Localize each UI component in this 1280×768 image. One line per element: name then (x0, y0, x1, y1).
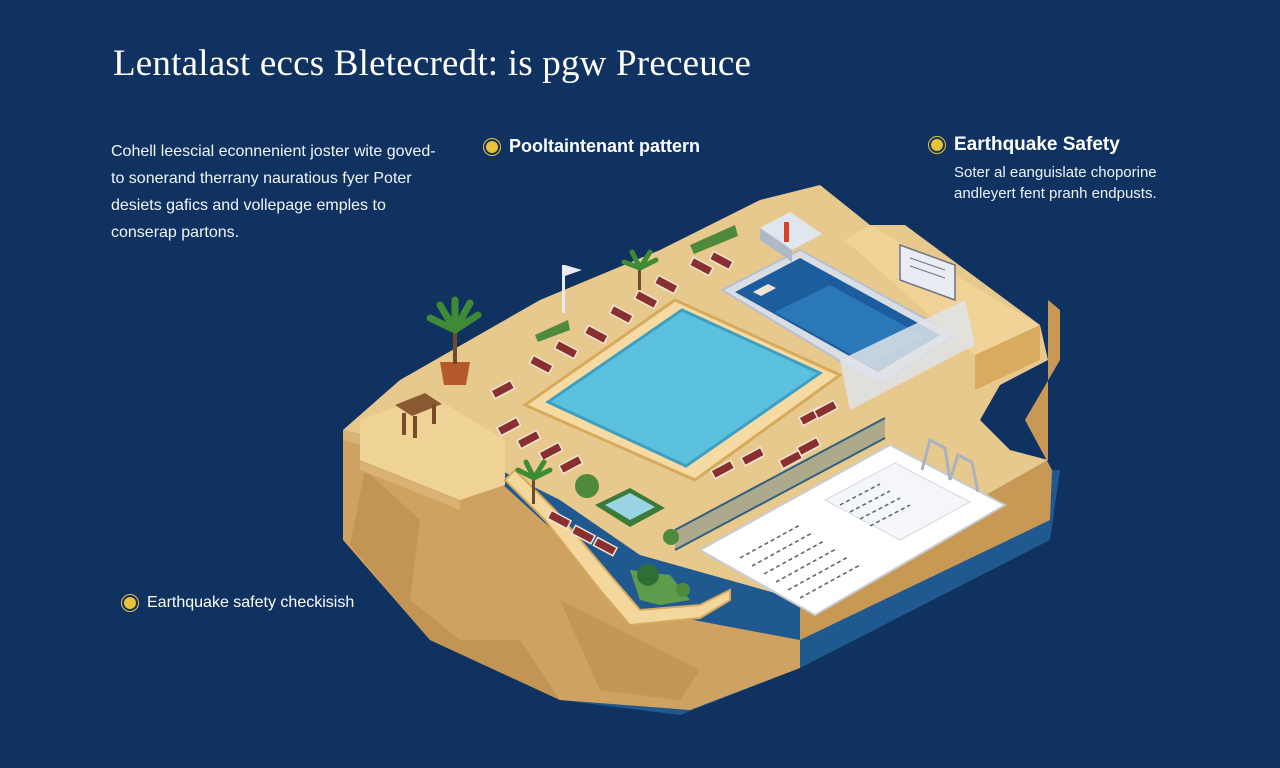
swing-frame (920, 437, 980, 493)
lounger-icon (489, 250, 839, 557)
shrub (575, 474, 599, 498)
fence-icon (674, 417, 886, 551)
info-board-icon (899, 243, 956, 302)
diving-platform (760, 212, 822, 262)
hot-tub (595, 488, 665, 527)
earthquake-safety-title: Earthquake Safety (954, 134, 1120, 155)
shrub (637, 564, 659, 586)
walkway (503, 468, 731, 627)
checklist-label: Earthquake safety checkisish (122, 594, 354, 612)
bullet-icon (929, 137, 945, 153)
flag-icon (562, 265, 582, 313)
shrub (676, 583, 690, 597)
hedge (690, 225, 738, 254)
hedge (535, 320, 570, 342)
checklist-label-text: Earthquake safety checkisish (147, 594, 355, 611)
palm-tree-icon (515, 459, 553, 504)
bullet-icon (484, 138, 500, 155)
earthquake-safety-label: Earthquake Safety (929, 134, 1120, 156)
shrub (663, 529, 679, 545)
intro-text: Cohell leescial econnenient joster wite … (111, 143, 436, 241)
checklist-board (697, 443, 1008, 617)
earthquake-safety-description: Soter al eanguislate choporine andleyert… (954, 164, 1157, 202)
pool-float (753, 284, 776, 296)
palm-tree-icon (621, 249, 659, 290)
main-pool (521, 298, 843, 482)
bullet-icon (122, 595, 138, 611)
pergola-icon (395, 393, 442, 438)
pool-pattern-label: Pooltaintenant pattern (484, 136, 700, 157)
palm-tree-icon (426, 296, 482, 385)
pool-pattern-label-text: Pooltaintenant pattern (509, 136, 701, 156)
page-title: Lentalast eccs Bletecredt: is pgw Preceu… (113, 43, 752, 84)
stairs-terrace (840, 300, 975, 410)
